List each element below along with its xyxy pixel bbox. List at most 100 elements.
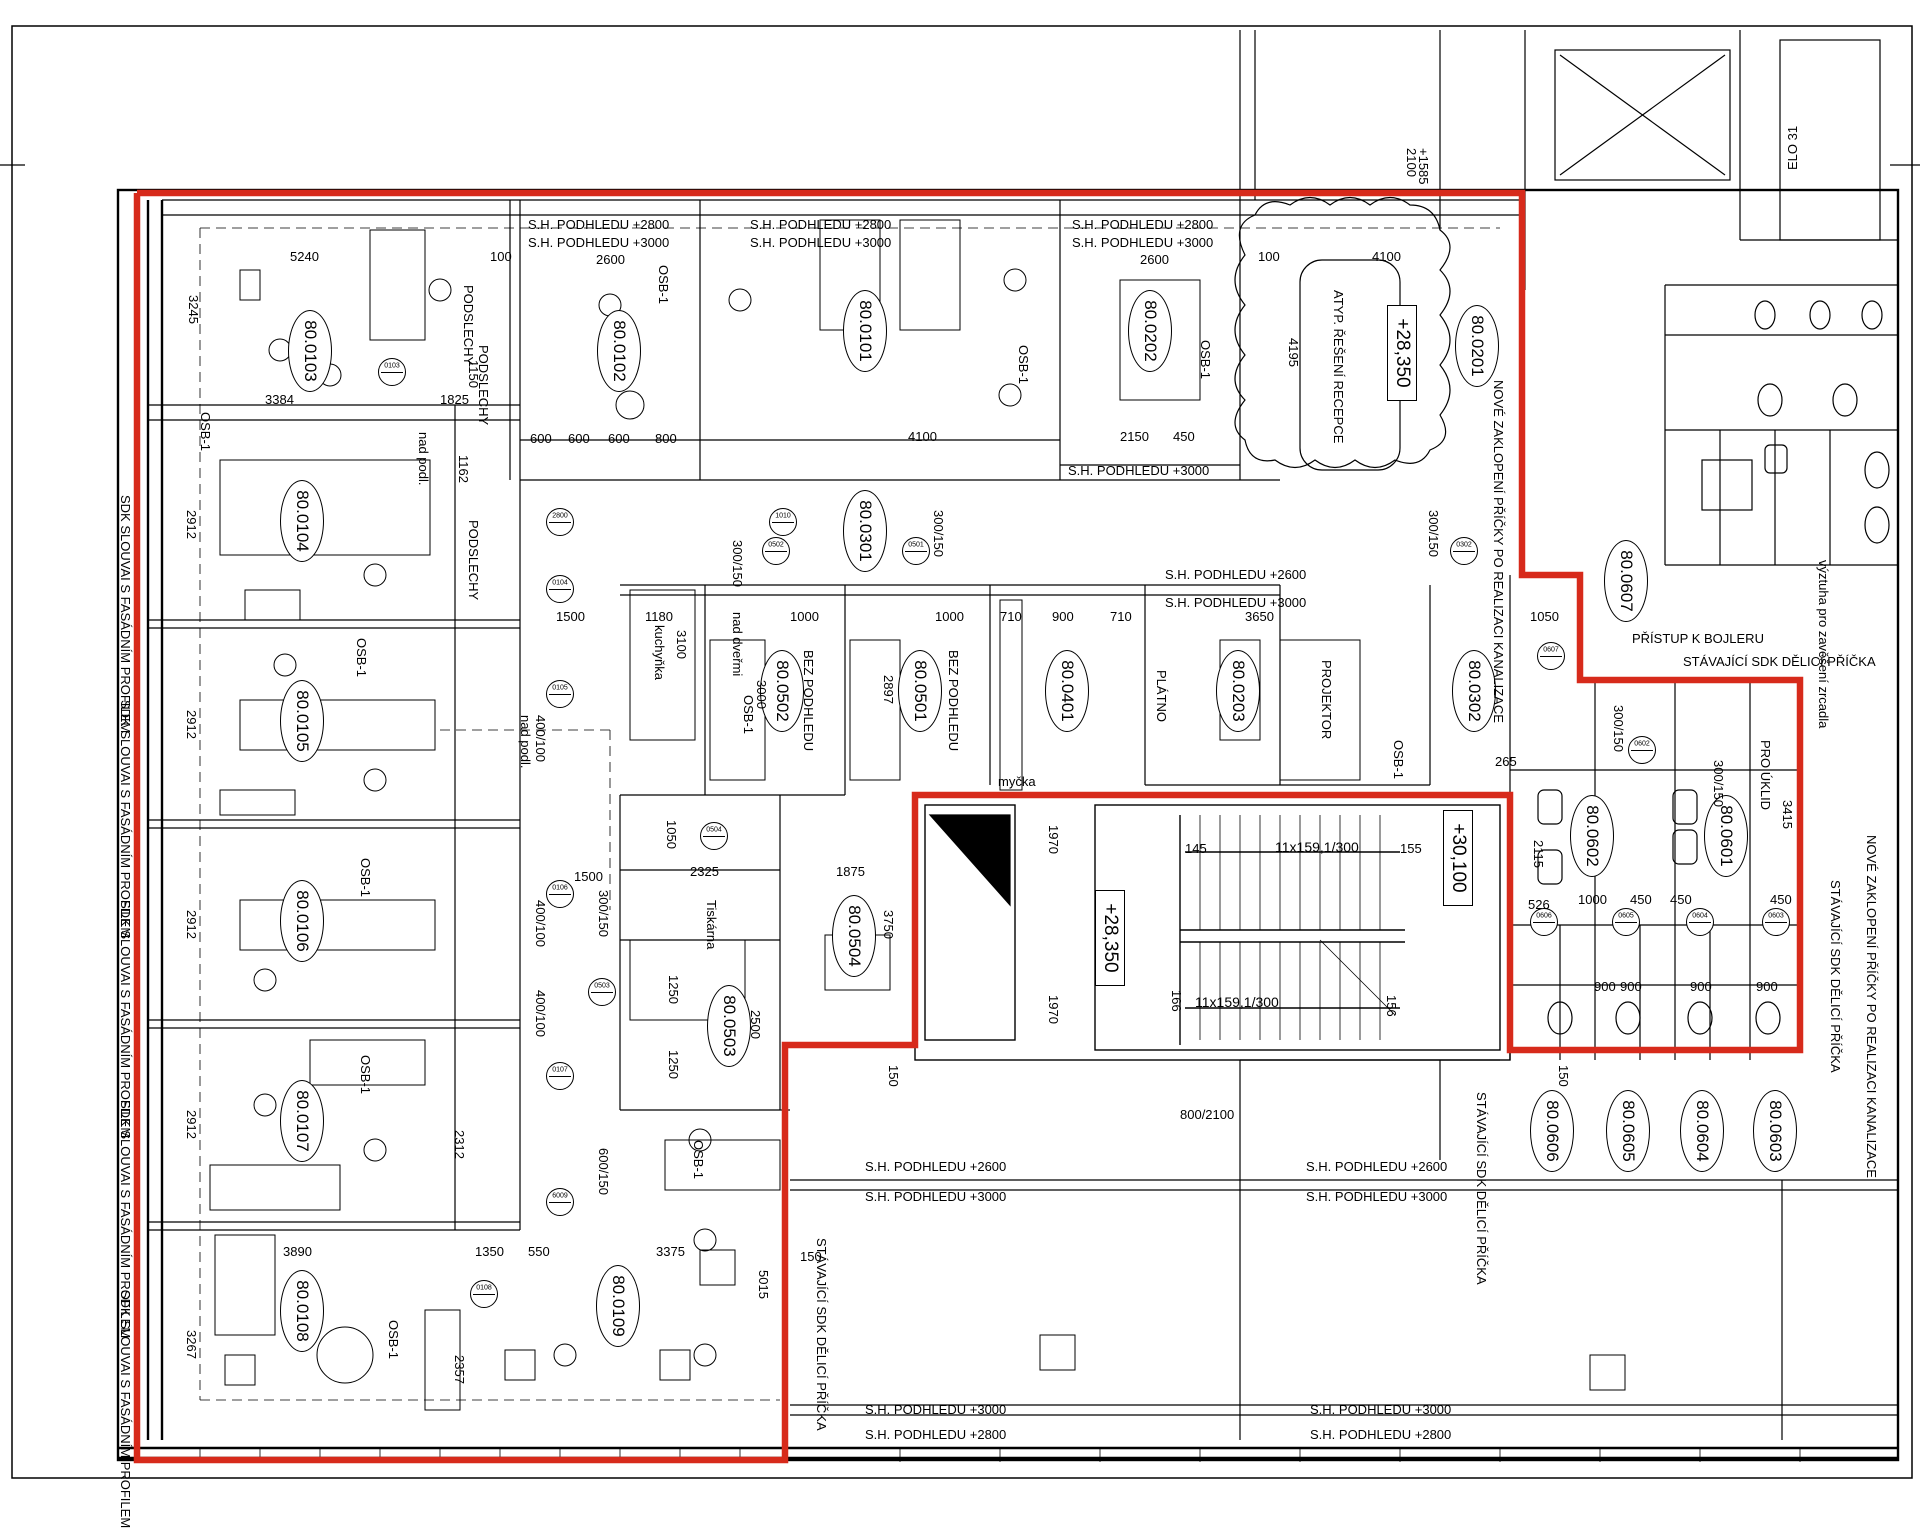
room-tag-80-0502: 80.0502 — [760, 650, 804, 732]
dimension: 1970 — [1046, 825, 1061, 854]
osb-label: OSB-1 — [1391, 740, 1406, 780]
dimension: 265 — [1495, 754, 1517, 769]
ceiling-label: S.H. PODHLEDU +3000 — [1068, 463, 1210, 478]
screen-label: PLÁTNO — [1154, 670, 1169, 723]
dimension: 100 — [1258, 249, 1280, 264]
dimension: 2115 — [1531, 840, 1546, 868]
door-tag-0503: 0503 — [588, 978, 616, 1006]
dimension: 450 — [1173, 429, 1195, 444]
door-tag-0607: 0607 — [1537, 642, 1565, 670]
osb-label: OSB-1 — [1198, 340, 1213, 380]
dimension: 166 — [1169, 990, 1184, 1012]
dimension: 1150 — [466, 360, 481, 388]
reception-cloud — [1234, 196, 1451, 469]
ceiling-label: S.H. PODHLEDU +3000 — [865, 1189, 1007, 1204]
projector-label: PROJEKTOR — [1319, 660, 1334, 740]
above-doors-note: nad dveřmi — [730, 612, 745, 677]
no-ceiling-label: BEZ PODHLEDU — [946, 650, 961, 752]
door-tag-0103: 0103 — [378, 358, 406, 386]
dimension: 4100 — [908, 429, 937, 444]
dimension-note: 300/150 — [1611, 705, 1626, 752]
dimension: 3890 — [283, 1244, 312, 1259]
facade-note: SDK SLOUVAI S FASÁDNÍM PROFILEM — [118, 495, 133, 734]
door-tag-2800: 2800 — [546, 508, 574, 536]
osb-label: OSB-1 — [358, 1055, 373, 1095]
dimension: 1970 — [1046, 995, 1061, 1024]
osb-label: OSB-1 — [358, 858, 373, 898]
osb-label: OSB-1 — [354, 638, 369, 678]
lift-label: ELO 31 — [1785, 125, 1800, 170]
dimension: 2357 — [452, 1355, 467, 1384]
dimension: 155 — [1400, 841, 1422, 856]
dimension: 900 — [1594, 979, 1616, 994]
dimension: 5240 — [290, 249, 319, 264]
dimension: 3000 — [754, 680, 769, 709]
dimension: 2325 — [690, 864, 719, 879]
dimension: 1500 — [556, 609, 585, 624]
ceiling-label: S.H. PODHLEDU +2600 — [865, 1159, 1007, 1174]
dimension-note: 400/100 — [533, 715, 548, 762]
dimension: 4100 — [1372, 249, 1401, 264]
ceiling-label: S.H. PODHLEDU +3000 — [1165, 595, 1307, 610]
dimension: 800/2100 — [1180, 1107, 1235, 1122]
door-tag-0602: 0602 — [1628, 736, 1656, 764]
dimension: 800 — [655, 431, 677, 446]
ceiling-label: S.H. PODHLEDU +3000 — [750, 235, 892, 250]
dimension: 1000 — [790, 609, 819, 624]
dimension: 5015 — [756, 1270, 771, 1299]
ceiling-label: S.H. PODHLEDU +2600 — [1306, 1159, 1448, 1174]
dimension: 1000 — [1578, 892, 1607, 907]
room-tag-80-0501: 80.0501 — [898, 650, 942, 732]
room-tag-80-0109: 80.0109 — [596, 1265, 640, 1347]
ceiling-label: S.H. PODHLEDU +3000 — [865, 1402, 1007, 1417]
furniture — [209, 219, 1626, 1411]
door-tag-1010: 1010 — [769, 508, 797, 536]
dimension: 526 — [1528, 897, 1550, 912]
existing-partition-label: STÁVAJÍCÍ SDK DĚLICÍ PŘÍČKA — [1828, 880, 1843, 1073]
project-boundary — [133, 189, 1804, 1464]
room-tag-80-0504: 80.0504 — [832, 895, 876, 977]
ceiling-lines — [199, 227, 1500, 1401]
dimension: 156 — [1384, 995, 1399, 1017]
dimension: 2500 — [748, 1010, 763, 1039]
dimension: 3375 — [656, 1244, 685, 1259]
dimension-note: 300/150 — [1711, 760, 1726, 807]
dimension: 145 — [1185, 841, 1207, 856]
dimension: 450 — [1630, 892, 1652, 907]
dimension: 2600 — [596, 252, 625, 267]
ceiling-label: S.H. PODHLEDU +2800 — [750, 217, 892, 232]
room-tag-80-0104: 80.0104 — [280, 480, 324, 562]
room-tag-80-0107: 80.0107 — [280, 1080, 324, 1162]
ceiling-label: S.H. PODHLEDU +3000 — [1072, 235, 1214, 250]
dimension: 1875 — [836, 864, 865, 879]
room-tag-80-0108: 80.0108 — [280, 1270, 324, 1352]
room-tag-80-0202: 80.0202 — [1128, 290, 1172, 372]
reception-label: ATYP. ŘEŠENÍ RECEPCE — [1331, 290, 1346, 444]
dimension: 600 — [530, 431, 552, 446]
dimension: 450 — [1770, 892, 1792, 907]
stair-run-label: 11x159,1/300 — [1195, 994, 1279, 1010]
dimension: 900 — [1756, 979, 1778, 994]
ceiling-label: S.H. PODHLEDU +3000 — [1306, 1189, 1448, 1204]
door-tag-0502: 0502 — [762, 537, 790, 565]
printer-label: Tiskárna — [704, 900, 719, 950]
room-tag-80-0605: 80.0605 — [1606, 1090, 1650, 1172]
dimension: 150 — [886, 1065, 901, 1087]
headphones-label: PODSLECHY — [466, 520, 481, 601]
dimension: 150 — [1556, 1065, 1571, 1087]
room-tag-80-0503: 80.0503 — [707, 985, 751, 1067]
room-tag-80-0607: 80.0607 — [1604, 540, 1648, 622]
dimension: 550 — [528, 1244, 550, 1259]
dimension: 2912 — [184, 910, 199, 939]
dimension: 2912 — [184, 710, 199, 739]
room-tag-80-0603: 80.0603 — [1753, 1090, 1797, 1172]
dimension: 150 — [800, 1249, 822, 1264]
dimension: 3245 — [186, 295, 201, 324]
door-tag-0504: 0504 — [700, 822, 728, 850]
room-tag-80-0302: 80.0302 — [1452, 650, 1496, 732]
floor-plan-drawing — [0, 25, 1920, 1479]
cleaning-label: PRO ÚKLID — [1758, 740, 1773, 811]
ceiling-label: S.H. PODHLEDU +2600 — [1165, 567, 1307, 582]
room-tag-80-0105: 80.0105 — [280, 680, 324, 762]
room-tag-80-0102: 80.0102 — [597, 310, 641, 392]
